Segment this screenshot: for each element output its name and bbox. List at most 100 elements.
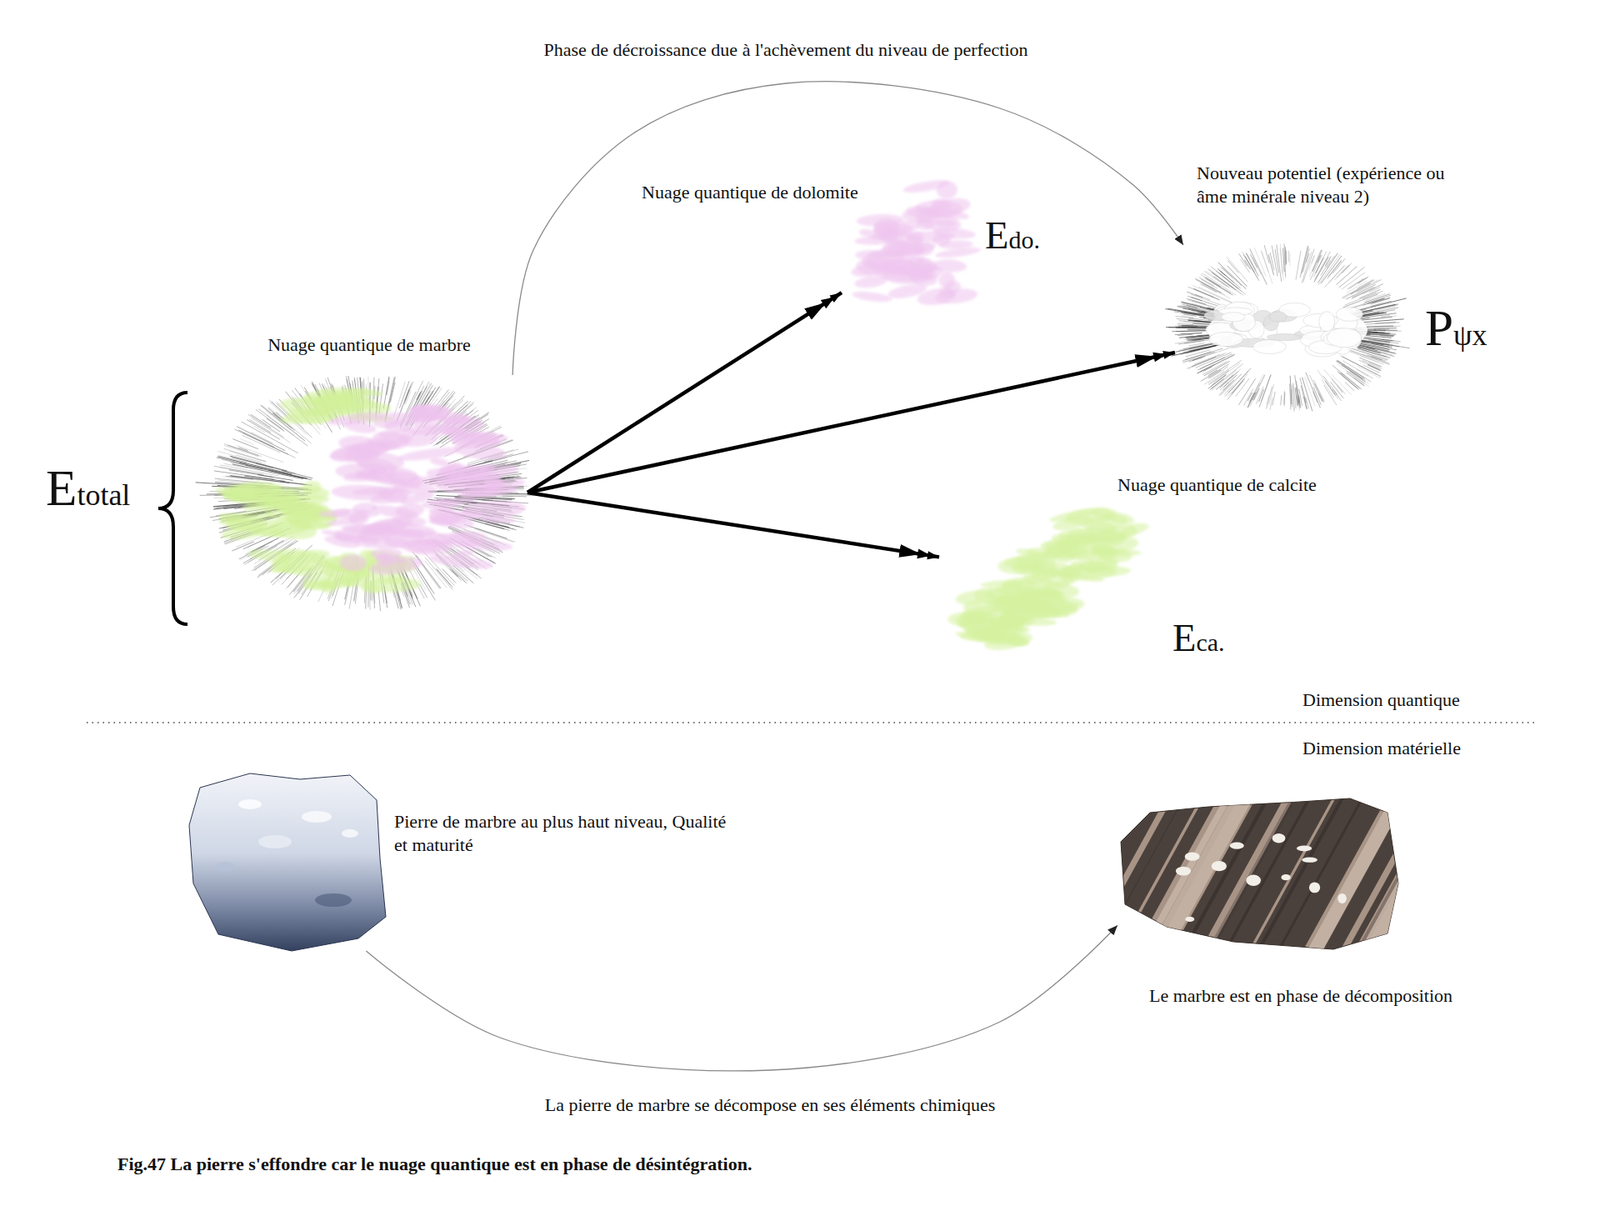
field-hair	[1204, 370, 1225, 385]
field-hair	[1305, 376, 1316, 406]
gneiss-band	[1383, 791, 1475, 959]
field-hair	[442, 568, 456, 583]
stone-caption: Pierre de marbre au plus haut niveau, Qu…	[394, 810, 728, 856]
feldspar-speck	[1211, 860, 1227, 871]
field-hair	[1255, 386, 1264, 405]
field-hair	[1314, 383, 1324, 403]
cloud-brush	[391, 482, 437, 496]
field-hair	[1283, 390, 1285, 405]
field-hair	[224, 445, 260, 457]
potential-brush	[1335, 306, 1363, 321]
field-hair	[1270, 252, 1275, 270]
field-hair	[1332, 389, 1341, 401]
cloud-brush	[415, 402, 450, 417]
cloud-brush	[960, 603, 1002, 624]
field-hair	[1356, 369, 1369, 376]
field-hair	[250, 537, 279, 552]
field-hair	[1227, 260, 1239, 274]
field-hair	[1280, 247, 1283, 275]
flow-arrow	[527, 292, 842, 493]
field-hair	[1290, 383, 1291, 410]
field-hair	[1340, 355, 1377, 375]
cloud-brush	[342, 418, 378, 436]
field-hair	[1248, 374, 1264, 404]
field-hair	[1345, 381, 1355, 391]
potential-cloud	[1165, 243, 1410, 412]
figure-caption: Fig.47 La pierre s'effondre car le nuage…	[117, 1152, 752, 1176]
potential-brush	[1252, 340, 1286, 355]
field-hair	[1175, 315, 1194, 318]
gneiss-band	[1041, 791, 1134, 959]
field-hair	[405, 390, 411, 405]
flow-arrow	[527, 492, 940, 557]
potential-brush	[1221, 312, 1246, 322]
field-hair	[1285, 250, 1287, 265]
field-hair	[1266, 395, 1270, 405]
gneiss-band	[1346, 791, 1439, 959]
potential-brush	[1209, 331, 1244, 346]
potential-brush	[1319, 311, 1335, 332]
marble-speckles	[215, 799, 359, 907]
cloud-brush	[396, 444, 461, 464]
cloud-brush	[247, 547, 295, 564]
cloud-brush	[886, 281, 929, 301]
field-hair	[1336, 386, 1343, 394]
cloud-brush	[477, 463, 497, 475]
potential-brush	[1269, 311, 1287, 323]
cloud-brush	[1004, 553, 1051, 570]
cloud-brush	[933, 218, 957, 228]
field-hair	[1250, 248, 1267, 285]
field-hair	[1337, 370, 1358, 389]
field-hair	[1252, 256, 1261, 275]
field-hair	[1295, 250, 1301, 280]
field-hair	[1318, 393, 1323, 402]
potential-brush	[1326, 328, 1361, 348]
field-hair	[1205, 270, 1231, 289]
cloud-brush	[339, 554, 367, 572]
field-hair	[1188, 354, 1225, 369]
field-hair	[224, 443, 263, 456]
field-hair	[1280, 395, 1282, 406]
field-hair	[1362, 354, 1390, 364]
field-hair	[1323, 375, 1338, 395]
field-hair	[1352, 286, 1375, 297]
energy-symbol: Edo.	[985, 214, 1040, 257]
quantum-cloud: Nuage quantique de marbre	[210, 375, 528, 610]
cloud-brush	[999, 586, 1051, 605]
feldspar-speck	[1230, 841, 1245, 849]
field-hair	[1208, 375, 1226, 389]
field-hair	[1215, 374, 1234, 390]
field-hair	[1335, 360, 1365, 381]
cloud-brush	[370, 502, 420, 520]
cloud-brush	[318, 509, 380, 519]
cloud-brush	[935, 245, 982, 260]
gneiss-band	[1103, 791, 1195, 959]
pole-tuft	[268, 470, 306, 479]
feldspar-speck	[1272, 833, 1286, 844]
field-hair	[1243, 254, 1260, 281]
dimension-divider	[86, 721, 1536, 724]
field-hair	[1177, 323, 1194, 325]
energy-symbol: Eca.	[1172, 616, 1225, 660]
field-hair	[1226, 256, 1249, 282]
field-hair	[1283, 248, 1285, 272]
field-hair	[1211, 370, 1237, 390]
field-hair	[1175, 333, 1202, 335]
field-hair	[1341, 265, 1350, 274]
cloud-brush	[943, 280, 963, 295]
total-brace	[158, 392, 188, 625]
field-hair	[1295, 387, 1299, 405]
cloud-brush	[1048, 506, 1100, 525]
field-hair	[404, 381, 413, 404]
cloud-brush	[923, 205, 970, 222]
field-hair	[1354, 377, 1365, 385]
cloud-brush	[912, 241, 935, 257]
field-hair	[1254, 247, 1266, 277]
field-hair	[1298, 395, 1300, 409]
field-hair	[242, 432, 296, 458]
field-hair	[231, 541, 254, 551]
dolomite-cloud	[850, 177, 981, 308]
cloud-brush	[452, 548, 475, 560]
field-hair	[1244, 260, 1250, 270]
